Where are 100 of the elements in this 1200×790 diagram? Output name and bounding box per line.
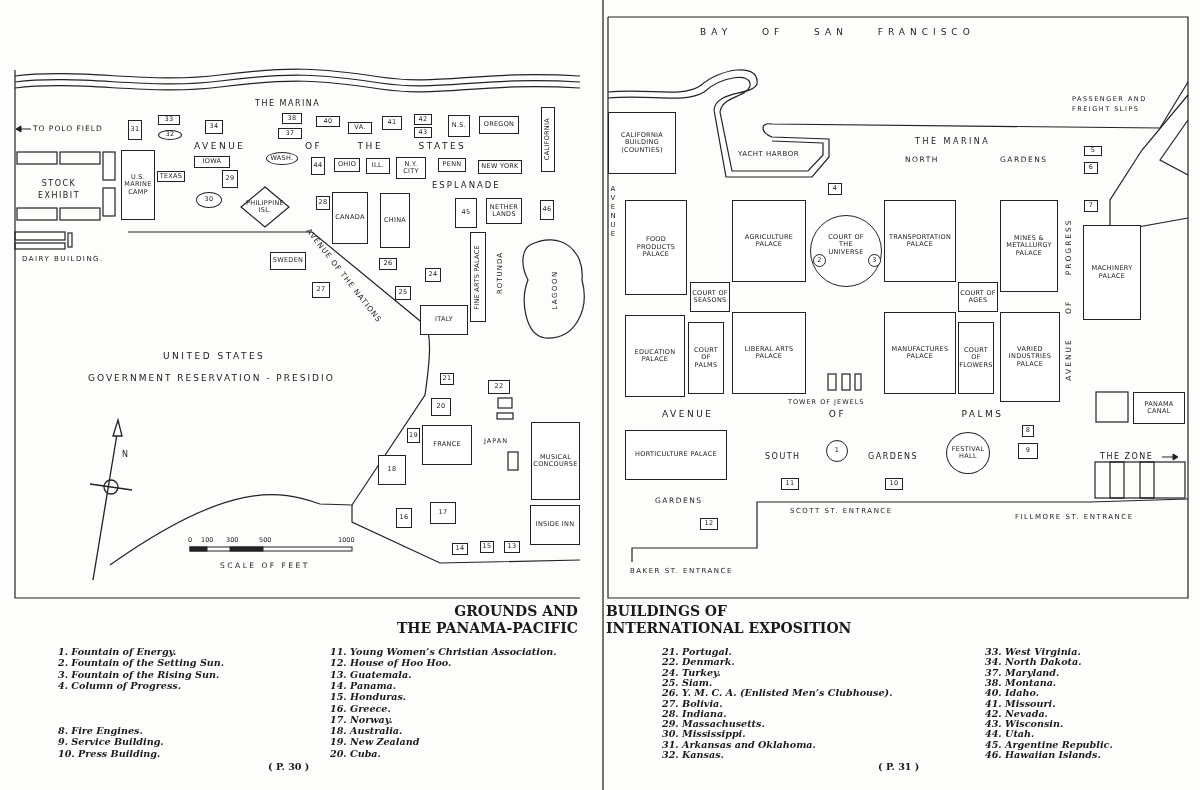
building-footprint	[414, 127, 432, 138]
building-footprint	[196, 192, 222, 208]
page-number: ( P. 30 )	[268, 762, 310, 772]
building-footprint	[448, 115, 470, 137]
building-footprint	[1133, 392, 1185, 424]
heading: INTERNATIONAL EXPOSITION	[606, 620, 852, 636]
building-footprint	[396, 157, 426, 179]
court-outline	[958, 322, 994, 394]
heading: GROUNDS AND	[454, 603, 578, 619]
key-entry: 2. Fountain of the Setting Sun.	[58, 658, 225, 669]
key-entry: 42. Nevada.	[985, 708, 1048, 719]
key-entry: 21. Portugal.	[662, 647, 732, 657]
building-footprint	[128, 120, 142, 140]
key-entry: 15. Honduras.	[330, 692, 407, 703]
building-footprint	[266, 152, 298, 165]
key-entry: 18. Australia.	[330, 726, 403, 737]
building-footprint	[332, 192, 368, 244]
map-label: AVENUE	[194, 141, 246, 151]
building-footprint	[455, 198, 477, 228]
building-footprint	[396, 508, 412, 528]
building-footprint	[348, 122, 372, 134]
key-entry: 37. Maryland.	[985, 667, 1060, 678]
building-footprint	[194, 156, 230, 168]
building-footprint	[1083, 225, 1141, 320]
key-entry: 31. Arkansas and Oklahoma.	[662, 739, 816, 750]
court-outline	[690, 282, 730, 312]
building-footprint	[530, 505, 580, 545]
building-footprint	[540, 200, 554, 220]
fountain-circle	[868, 254, 881, 267]
building-footprint	[1000, 200, 1058, 292]
key-entry: 24. Turkey.	[662, 667, 721, 678]
key-entry: 9. Service Building.	[58, 737, 164, 748]
building-footprint	[431, 398, 451, 416]
key-entry: 43. Wisconsin.	[985, 719, 1064, 730]
building-footprint	[438, 158, 466, 172]
building-footprint	[422, 425, 472, 465]
map-label: THE MARINA	[255, 99, 321, 108]
building-footprint	[311, 157, 325, 175]
building-footprint	[625, 430, 727, 480]
heading: BUILDINGS OF	[606, 603, 727, 619]
building-footprint	[1084, 200, 1098, 212]
key-entry: 13. Guatemala.	[330, 669, 412, 680]
key-entry: 19. New Zealand	[330, 737, 420, 748]
building-footprint	[1018, 443, 1038, 459]
building-footprint	[541, 107, 555, 172]
building-footprint	[625, 200, 687, 295]
key-entry: 20. Cuba.	[330, 748, 381, 759]
building-footprint	[884, 312, 956, 394]
building-footprint	[470, 232, 486, 322]
court-outline	[688, 322, 724, 394]
building-footprint	[488, 380, 510, 394]
map-label: ESPLANADE	[432, 180, 501, 190]
key-entry: 25. Siam.	[662, 677, 713, 688]
building-footprint	[158, 130, 182, 140]
building-footprint	[486, 198, 522, 224]
key-entry: 29. Massachusetts.	[662, 719, 765, 730]
building-footprint	[884, 200, 956, 282]
key-entry: 32. Kansas.	[662, 750, 724, 760]
map-label: GOVERNMENT RESERVATION - PRESIDIO	[88, 373, 335, 383]
building-footprint	[732, 312, 806, 394]
key-entry: 46. Hawaiian Islands.	[985, 750, 1101, 760]
building-footprint	[414, 114, 432, 125]
building-footprint	[380, 193, 410, 248]
building-footprint	[158, 115, 180, 125]
map-label: UNITED STATES	[163, 351, 266, 361]
building-footprint	[205, 120, 223, 134]
key-entry: 10. Press Building.	[58, 748, 161, 759]
key-entry: 44. Utah.	[985, 729, 1035, 740]
map-label: OF THE STATES	[305, 141, 467, 151]
building-footprint	[382, 116, 402, 130]
fountain-circle	[813, 254, 826, 267]
building-footprint	[479, 116, 519, 134]
key-entry: 12. House of Hoo Hoo.	[330, 658, 452, 669]
key-entry: 30. Mississippi.	[662, 729, 746, 740]
key-entry: 26. Y. M. C. A. (Enlisted Men’s Clubhouse).	[662, 688, 893, 699]
building-footprint	[312, 282, 330, 298]
building-footprint	[1000, 312, 1060, 402]
key-entry: 27. Bolivia.	[662, 698, 723, 709]
key-entry: 16. Greece.	[330, 703, 391, 714]
key-entry: 11. Young Women’s Christian Association.	[330, 647, 557, 657]
key-entry: 1. Fountain of Energy.	[58, 647, 177, 657]
building-footprint	[531, 422, 580, 500]
court-outline	[958, 282, 998, 312]
building-footprint	[366, 158, 390, 174]
building-footprint	[700, 518, 718, 530]
building-footprint	[420, 305, 468, 335]
building-footprint	[379, 258, 397, 270]
building-footprint	[946, 432, 990, 474]
building-footprint	[270, 252, 306, 270]
key-entry: 3. Fountain of the Rising Sun.	[58, 669, 220, 680]
building-footprint	[278, 128, 302, 139]
building-footprint	[781, 478, 799, 490]
building-footprint	[282, 113, 302, 124]
building-footprint	[316, 116, 340, 127]
building-footprint	[608, 112, 676, 174]
building-footprint	[1084, 146, 1102, 156]
map-label: SOUTH	[765, 452, 801, 461]
building-footprint	[378, 455, 406, 485]
key-entry: 41. Missouri.	[985, 698, 1056, 709]
key-entry: 4. Column of Progress.	[58, 680, 182, 691]
